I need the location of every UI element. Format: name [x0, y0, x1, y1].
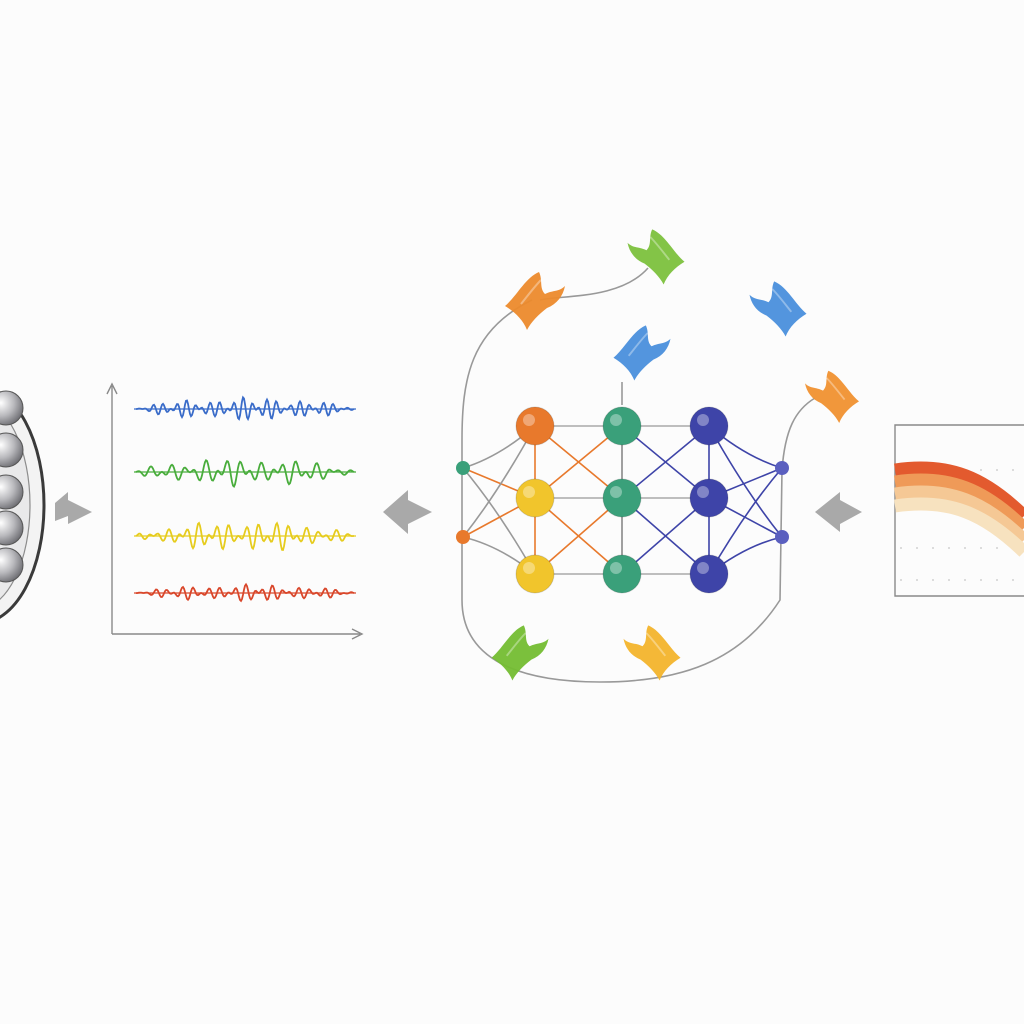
network-node-highlight — [697, 562, 709, 574]
network-node-highlight — [697, 486, 709, 498]
bird-blue-middle-icon — [613, 325, 671, 381]
network-node — [515, 554, 555, 594]
degradation-plot — [894, 424, 1024, 597]
bearing-icon — [0, 390, 46, 619]
network-node — [515, 406, 555, 446]
bearing-ball — [0, 547, 24, 583]
flow-arrow-2 — [383, 490, 432, 534]
bird-orange-right-icon — [805, 370, 859, 423]
network-node — [602, 406, 642, 446]
signal-x-axis-arrow-icon — [351, 628, 364, 640]
bird-green-top-icon — [627, 229, 685, 285]
network-input-node — [456, 530, 470, 544]
signal-y-axis-arrow-icon — [106, 382, 118, 395]
network-input-node — [456, 461, 470, 475]
network-node — [689, 478, 729, 518]
network-node — [602, 554, 642, 594]
signal-rows — [134, 395, 356, 603]
bird-orange-top-icon — [505, 272, 565, 330]
bird-yellow-bottom-icon — [623, 625, 681, 681]
network-node — [689, 406, 729, 446]
vibration-signal-plot — [106, 382, 364, 640]
network-node-highlight — [610, 486, 622, 498]
bird-green-bottom-icon — [491, 625, 549, 681]
network-output-node — [775, 461, 789, 475]
degradation-band — [894, 497, 1024, 557]
signal-waveform — [136, 395, 355, 422]
bearing-ball — [0, 474, 24, 510]
flow-arrow-3 — [815, 492, 862, 532]
bird-icons — [491, 229, 859, 681]
network-node — [689, 554, 729, 594]
degradation-band — [894, 485, 1024, 545]
bearing-ball — [0, 390, 24, 426]
degradation-band — [894, 473, 1024, 533]
degradation-bands — [894, 461, 1024, 557]
network-node-highlight — [697, 414, 709, 426]
network-node-highlight — [523, 486, 535, 498]
signal-waveform — [135, 458, 355, 488]
flow-arrow-1 — [55, 492, 92, 524]
bird-blue-top-right-icon — [749, 281, 807, 337]
network-node-highlight — [610, 414, 622, 426]
network-node-highlight — [523, 414, 535, 426]
bearing-balls — [0, 390, 24, 583]
network-output-node — [775, 530, 789, 544]
network-nodes — [456, 406, 789, 594]
graph-neural-network — [456, 229, 859, 683]
network-node — [602, 478, 642, 518]
bearing-ball — [0, 510, 24, 546]
signal-waveform — [135, 521, 354, 552]
network-node — [515, 478, 555, 518]
degradation-band — [894, 461, 1024, 521]
network-node-highlight — [523, 562, 535, 574]
degradation-frame — [894, 424, 1024, 597]
network-node-highlight — [610, 562, 622, 574]
bearing-ball — [0, 432, 24, 468]
